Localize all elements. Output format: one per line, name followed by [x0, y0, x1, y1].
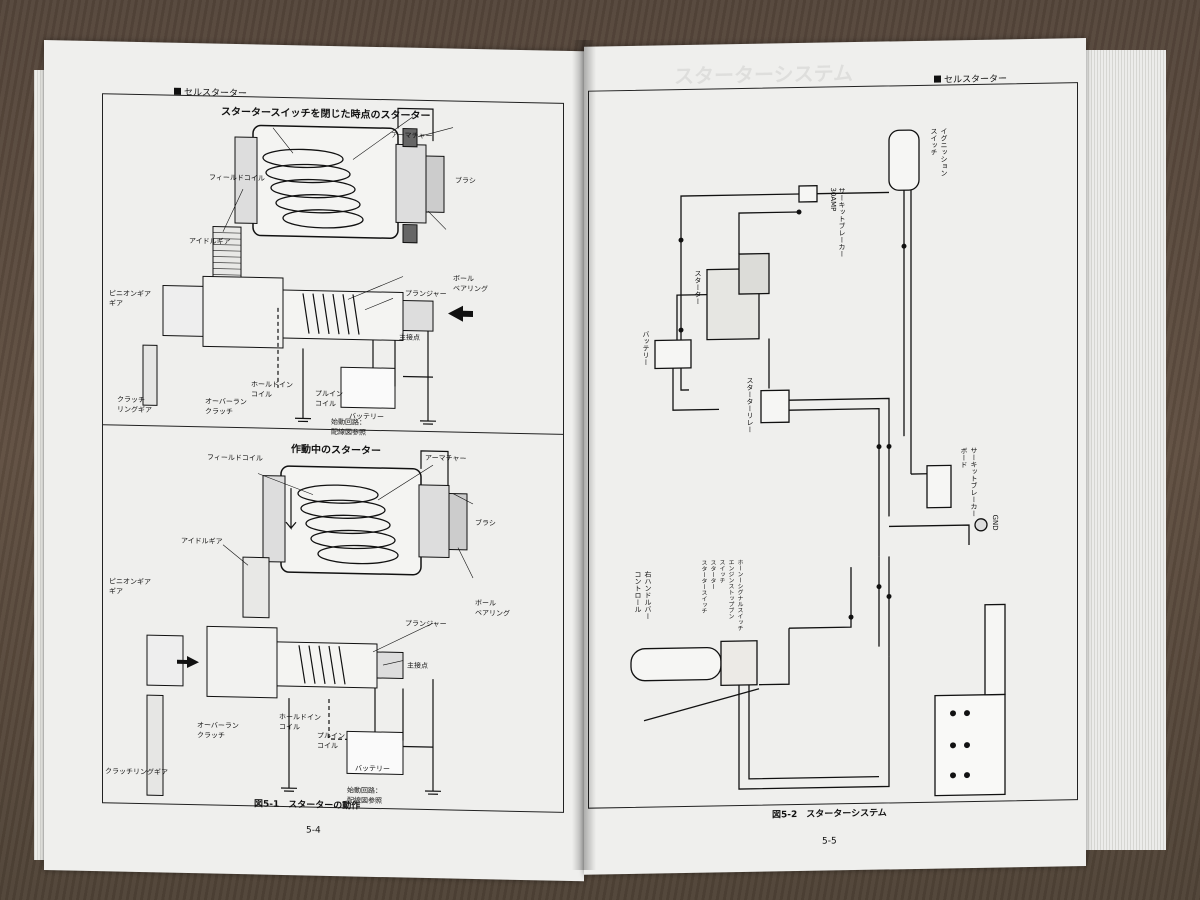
- label-ignition-switch: イグニッション スイッチ: [930, 127, 948, 177]
- label-brush-bottom: ブラシ: [475, 519, 496, 528]
- figure-frame-left: スタータースイッチを閉じた時点のスターター: [102, 93, 564, 813]
- label-pull-in-coil-bottom: プルイン コイル: [317, 731, 345, 751]
- label-right-handlebar-control: 右ハンドルバー コントロール: [634, 570, 652, 620]
- header-square-icon: [934, 75, 941, 83]
- label-battery-right: バッテリー: [642, 330, 650, 366]
- right-page: スターターシステム セルスターター: [584, 38, 1086, 875]
- show-through-text: スターターシステム: [674, 61, 853, 89]
- label-plunger-bottom: プランジャー: [405, 619, 447, 629]
- label-pinion-gear-bottom: ピニオンギア ギア: [109, 577, 151, 596]
- label-hold-in-coil-bottom: ホールドイン コイル: [279, 712, 321, 732]
- book-spine-shadow: [572, 40, 596, 870]
- right-page-stack: [1076, 50, 1166, 850]
- label-field-coil-bottom: フィールドコイル: [207, 453, 263, 463]
- page-number-right: 5-5: [822, 836, 837, 847]
- label-battery-bottom: バッテリー: [355, 764, 390, 774]
- label-ground: GND: [991, 514, 999, 531]
- label-clutch-ring-gear-bottom: クラッチリングギア: [105, 767, 168, 777]
- figure-caption-right: 図5-2 スターターシステム: [772, 808, 887, 821]
- figure-caption-left: 図5-1 スターターの動作: [254, 799, 361, 812]
- label-main-contact-bottom: 主接点: [407, 661, 428, 671]
- label-starter: スターター: [694, 269, 702, 305]
- label-circuit-breaker-30a: サーキットブレーカー 30AMP: [829, 187, 846, 258]
- label-circuit-breaker-board: サーキットブレーカー ボード: [960, 446, 978, 518]
- label-switch-list: ホーンーシグナルスイッチ エンジンストップブン スイッチ スターター スターター…: [700, 558, 743, 632]
- label-overrun-clutch-bottom: オーバーラン クラッチ: [197, 721, 239, 740]
- starter-wiring-diagram: [630, 129, 1006, 797]
- label-armature-bottom: アーマチャー: [425, 453, 467, 463]
- starter-diagram-bottom: [146, 450, 474, 797]
- label-ball-bearing-bottom: ボール ベアリング: [475, 599, 510, 618]
- label-starter-relay: スターターリレー: [746, 376, 754, 433]
- left-page: セルスターター スタータースイッチを閉じた時点のスターター: [44, 40, 584, 882]
- page-number-left: 5-4: [306, 825, 321, 836]
- figure-frame-right: イグニッション スイッチ サーキットブレーカー 30AMP スターター バッテリ…: [588, 82, 1078, 809]
- label-idle-gear-bottom: アイドルギア: [181, 536, 223, 546]
- starter-diagram-top: [142, 107, 473, 425]
